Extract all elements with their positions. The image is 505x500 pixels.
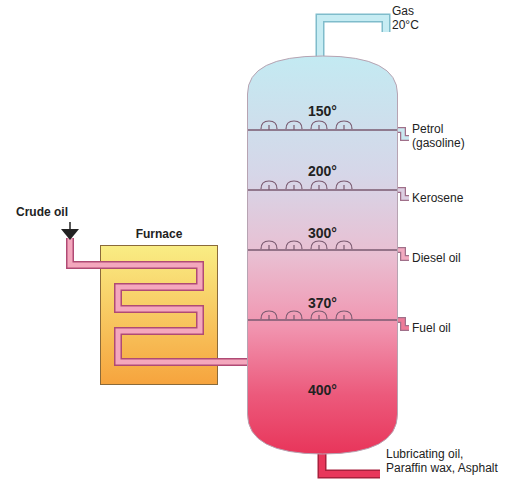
bottom-pipe-outline	[322, 452, 380, 474]
temperature-label: 300°	[247, 225, 398, 241]
input-label: Crude oil	[16, 205, 86, 219]
temperature-label: 150°	[247, 103, 398, 119]
feed-pipe	[217, 362, 248, 363]
bubble-tray	[248, 181, 397, 190]
furnace-label: Furnace	[101, 227, 217, 241]
temperature-label: 200°	[247, 163, 398, 179]
product-label: Diesel oil	[412, 251, 492, 265]
temperature-label: 400°	[247, 382, 398, 398]
temperature-label: 370°	[247, 295, 398, 311]
gas-pipe-outline	[320, 18, 386, 58]
product-label: Gas 20°C	[392, 4, 432, 32]
gas-pipe	[320, 18, 386, 58]
bottom-pipe	[322, 452, 380, 474]
crude-pipe	[70, 238, 101, 265]
product-label: Kerosene	[412, 191, 492, 205]
furnace-box: Furnace	[100, 245, 218, 385]
coil-pipe	[100, 265, 219, 362]
crude-pipe-outline	[70, 238, 101, 265]
column-body	[248, 56, 398, 454]
inlet-valve	[61, 229, 79, 240]
distillation-column: 150° 200° 300° 370° 400°	[247, 52, 398, 457]
bubble-tray	[248, 121, 397, 130]
bubble-tray	[248, 311, 397, 320]
furnace-coil	[100, 245, 218, 385]
product-label: Petrol (gasoline)	[412, 122, 492, 150]
bubble-tray	[248, 241, 397, 250]
valve-stem	[69, 222, 71, 230]
product-label: Fuel oil	[412, 321, 492, 335]
product-label: Lubricating oil, Paraffin wax, Asphalt	[386, 447, 498, 475]
coil-outline	[100, 265, 219, 362]
